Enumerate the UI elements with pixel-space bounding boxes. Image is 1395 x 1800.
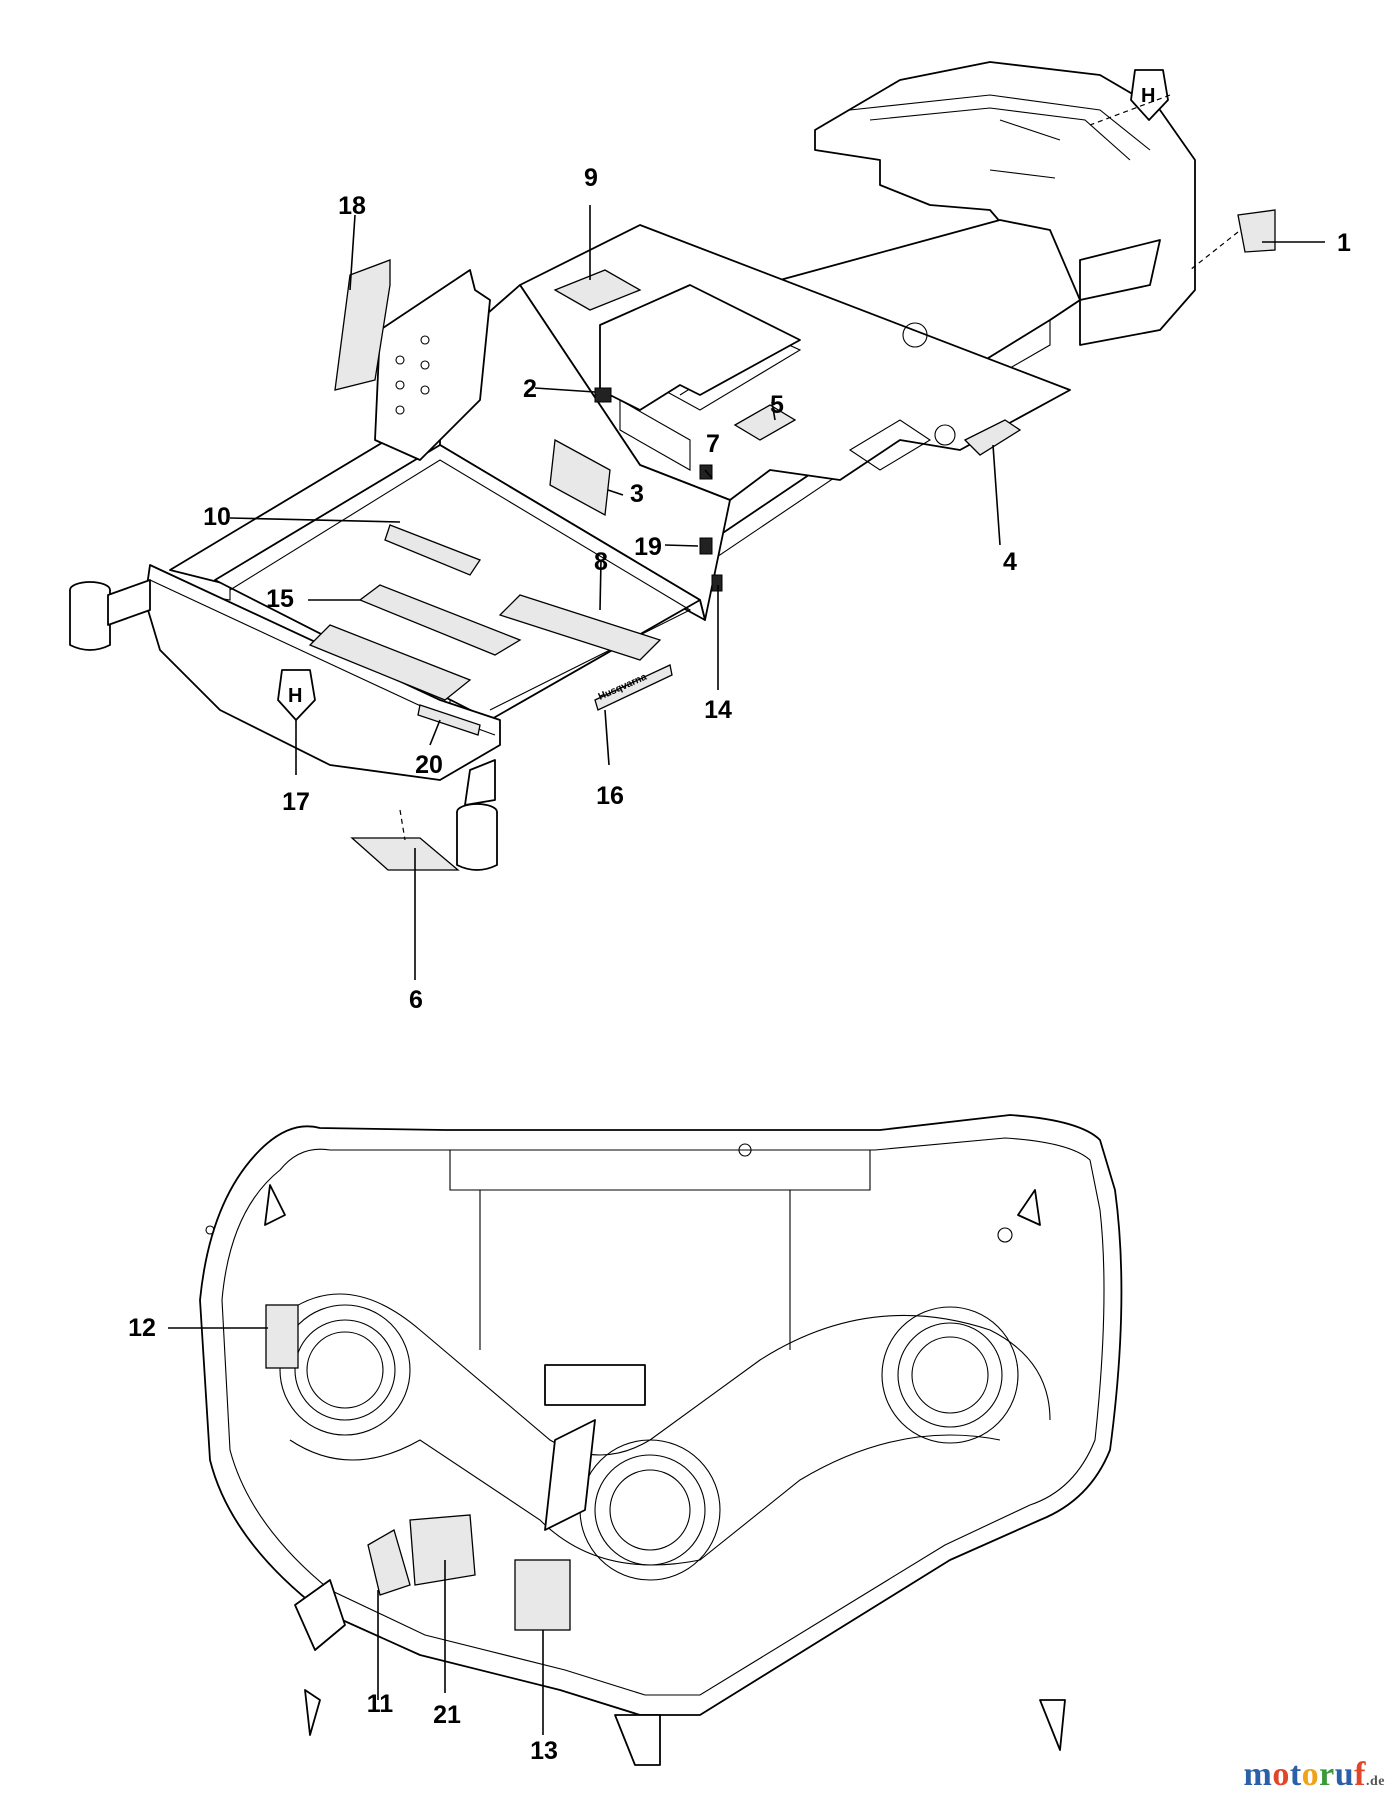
watermark-letter: m	[1243, 1756, 1273, 1793]
husqvarna-logo-17: H	[277, 669, 316, 721]
callout-14: 14	[704, 696, 732, 724]
watermark-logo: motoruf.de	[1244, 1756, 1386, 1794]
callout-3: 3	[630, 480, 644, 508]
decal-16	[594, 664, 673, 711]
decal-13	[514, 1559, 571, 1631]
deck-idler-arm	[294, 1579, 346, 1651]
watermark-letter: t	[1289, 1756, 1302, 1793]
deck-mount-block	[544, 1364, 646, 1406]
watermark-text: motoruf	[1244, 1756, 1367, 1793]
decal-15-right	[358, 584, 522, 656]
watermark-letter: f	[1354, 1756, 1366, 1793]
callout-8: 8	[594, 548, 608, 576]
decal-8	[498, 594, 662, 661]
decal-4	[963, 419, 1022, 456]
watermark-letter: r	[1319, 1756, 1335, 1793]
deck-fin-rear-left	[304, 1689, 321, 1736]
decal-5	[733, 404, 797, 441]
deck-fin-rear-right	[1039, 1699, 1066, 1751]
callout-10: 10	[203, 503, 231, 531]
callout-19: 19	[634, 533, 662, 561]
watermark-letter: u	[1334, 1756, 1355, 1793]
deck-fin-front-left	[264, 1184, 286, 1226]
frame-assembly: Husqvarna H H	[69, 61, 1276, 871]
deck-fin-front-right	[1017, 1189, 1041, 1226]
callout-2: 2	[523, 375, 537, 403]
leader-lines	[168, 205, 1325, 1735]
decal-18	[334, 259, 391, 391]
callout-12: 12	[128, 1314, 156, 1342]
deck-bracket	[544, 1419, 596, 1531]
callout-13: 13	[530, 1737, 558, 1765]
callout-6: 6	[409, 986, 423, 1014]
callout-21: 21	[433, 1701, 461, 1729]
decal-3	[549, 438, 611, 517]
decal-21	[409, 1514, 476, 1586]
spindle-left	[279, 1304, 411, 1436]
decal-1	[1237, 209, 1276, 253]
decal-10	[384, 524, 481, 576]
decal-6	[350, 837, 460, 871]
mower-deck-assembly	[199, 1114, 1123, 1766]
callout-17: 17	[282, 788, 310, 816]
callout-18: 18	[338, 192, 366, 220]
decal-14	[711, 574, 723, 592]
spindle-right	[881, 1306, 1019, 1444]
callout-7: 7	[706, 430, 720, 458]
callout-labels: 1 2 3 4 5 6 7 8 9 10 11 12 13 14 15 16 1…	[128, 164, 1351, 1765]
front-caster-right	[456, 812, 498, 871]
callout-1: 1	[1337, 229, 1351, 257]
decal-9	[553, 269, 642, 311]
decal-12	[265, 1304, 299, 1369]
decal-2	[594, 387, 612, 403]
svg-text:H: H	[288, 685, 302, 707]
decal-20	[417, 704, 481, 736]
callout-20: 20	[415, 751, 443, 779]
callout-4: 4	[1003, 548, 1017, 576]
decal-19	[699, 537, 713, 555]
callout-15: 15	[266, 585, 294, 613]
callout-11: 11	[367, 1690, 394, 1718]
callout-5: 5	[770, 391, 784, 419]
callout-9: 9	[584, 164, 598, 192]
front-caster-left	[69, 590, 111, 651]
decal-15-left	[308, 624, 472, 701]
deck-skid-center	[614, 1714, 661, 1766]
svg-text:H: H	[1141, 85, 1155, 107]
watermark-letter: o	[1301, 1756, 1320, 1793]
decal-11	[367, 1529, 411, 1596]
callout-16: 16	[596, 782, 624, 810]
front-caster-right-arm	[464, 759, 496, 806]
front-caster-left-arm	[107, 579, 151, 626]
watermark-letter: o	[1272, 1756, 1290, 1793]
watermark-suffix: .de	[1366, 1774, 1385, 1789]
